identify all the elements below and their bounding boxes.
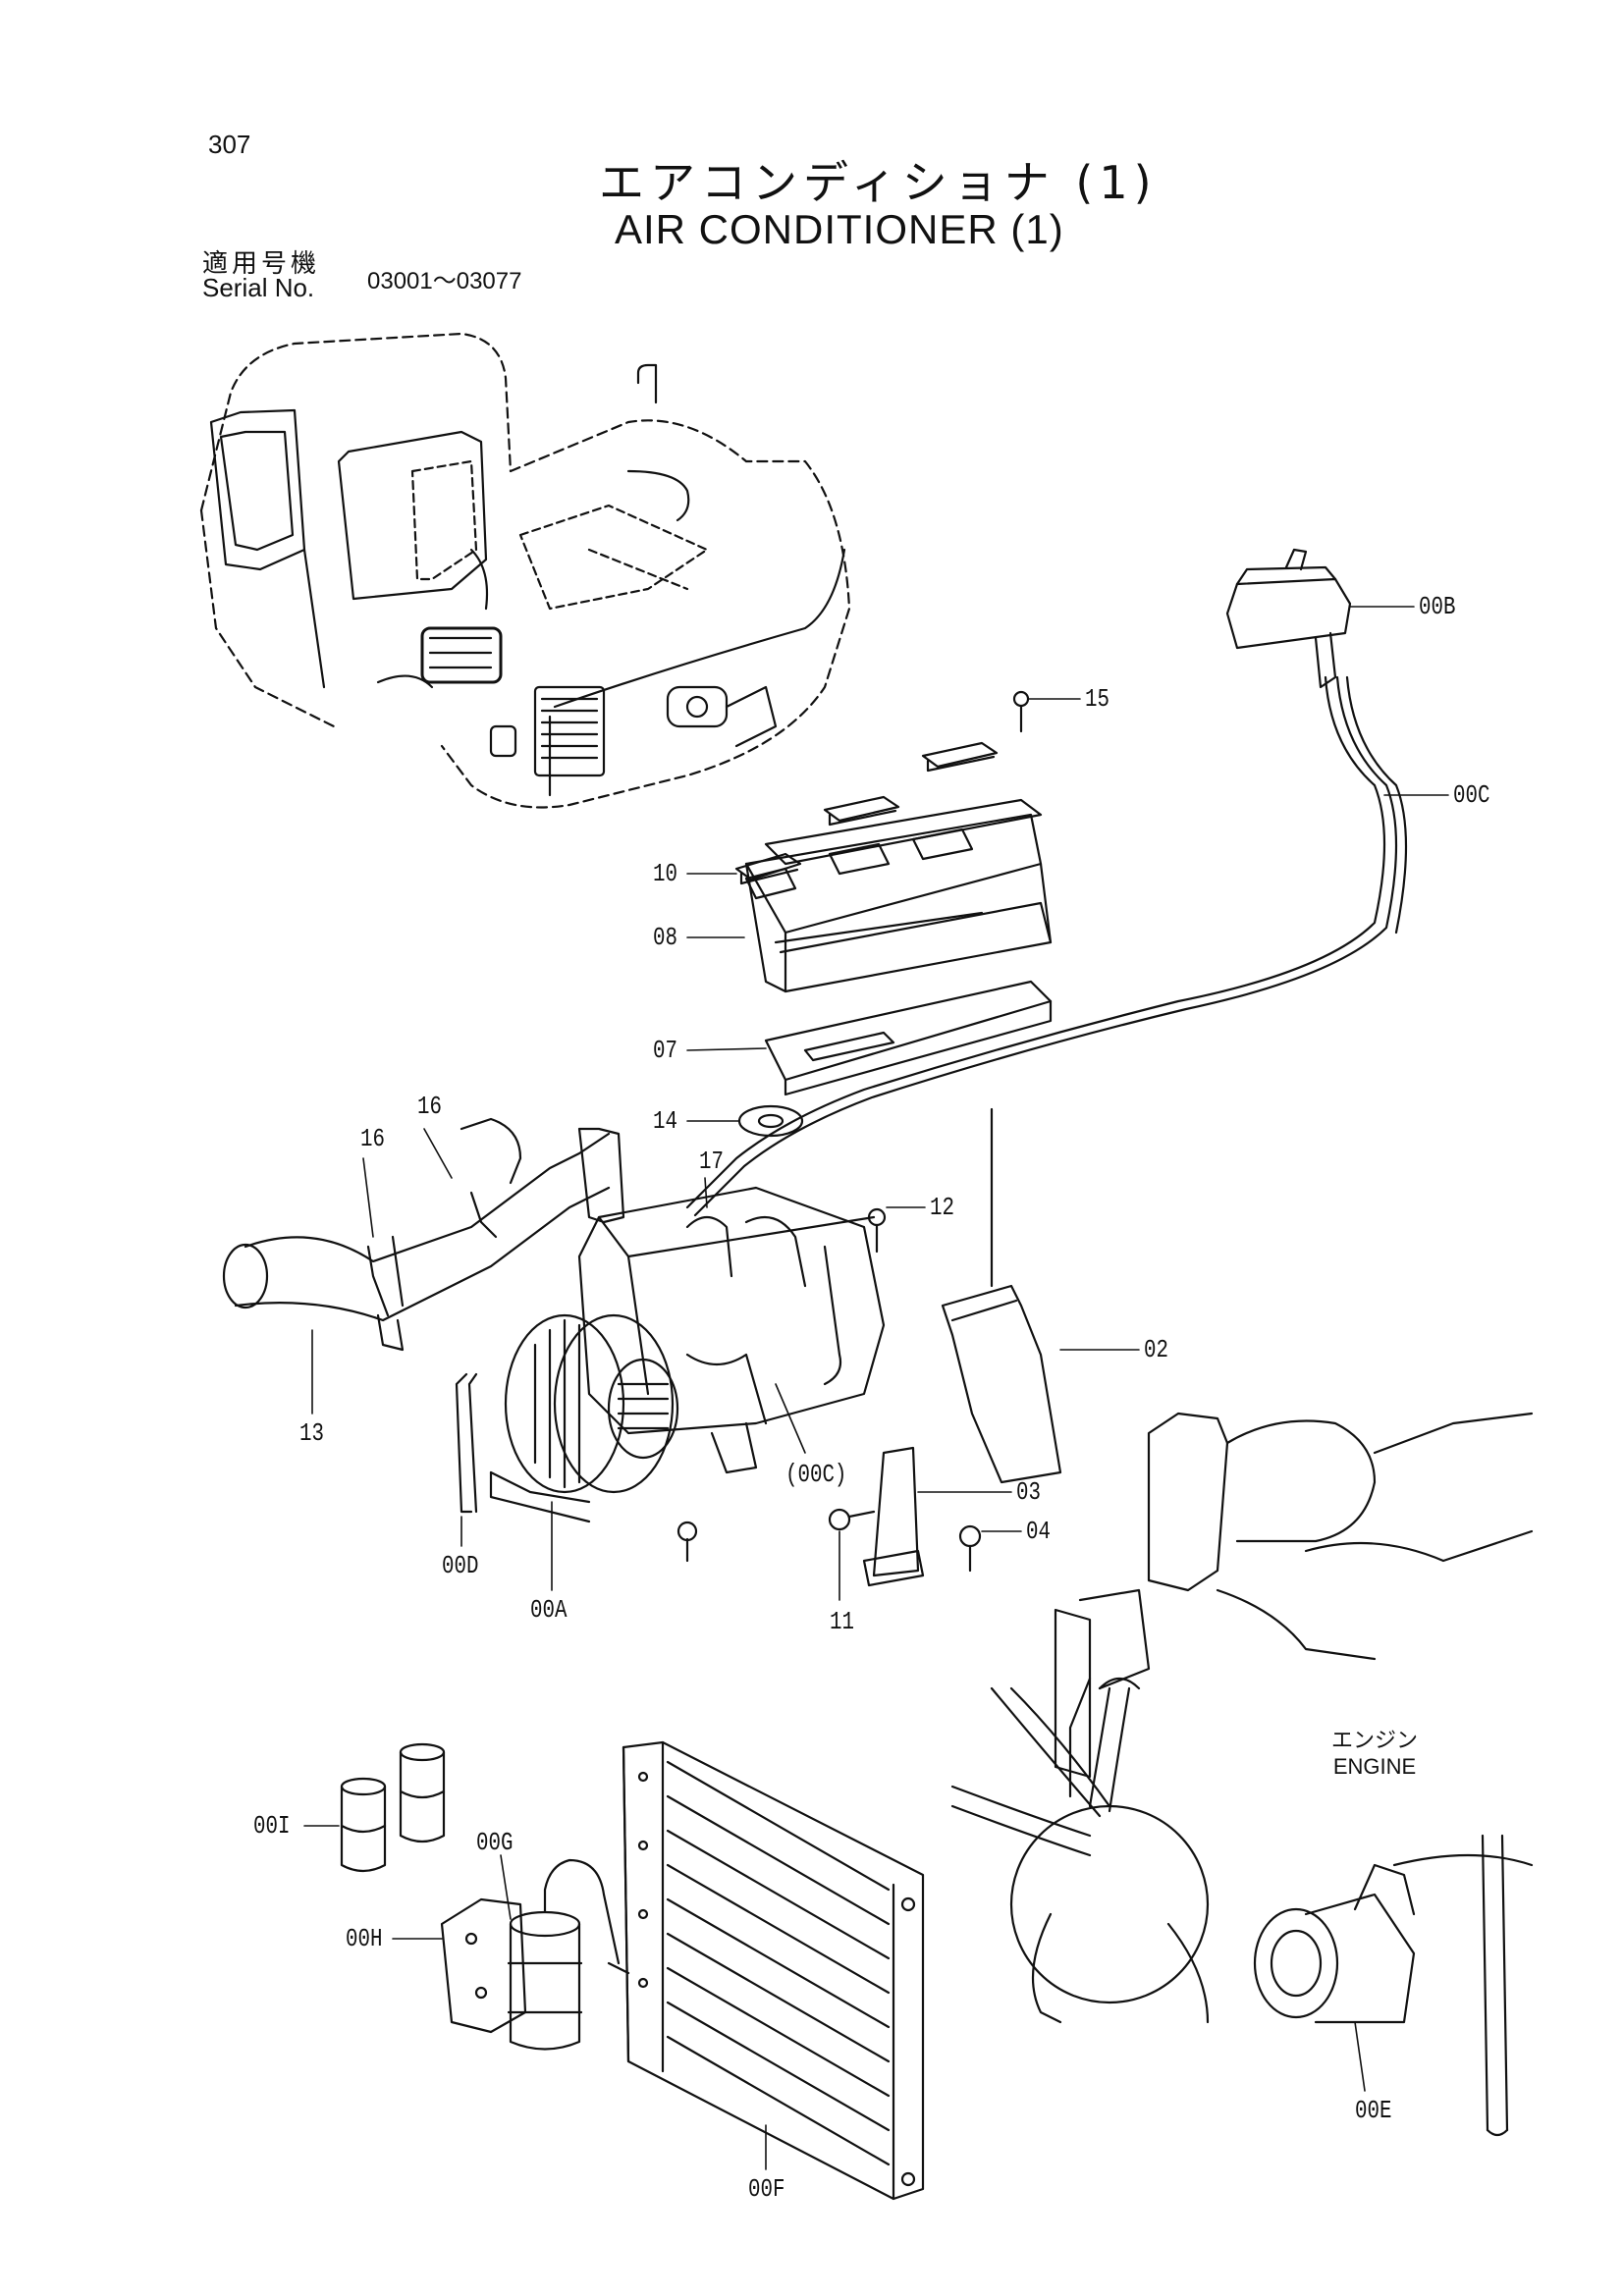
callout-00D: 00D: [442, 1551, 479, 1580]
callout-08: 08: [653, 923, 677, 952]
callout-00B: 00B: [1419, 592, 1456, 621]
callout-00A: 00A: [530, 1595, 568, 1625]
condenser-drawing: [623, 1742, 923, 2199]
air-duct-drawing: [224, 1119, 623, 1350]
leader-lines: [304, 607, 1448, 2169]
callout-00F: 00F: [748, 2174, 785, 2204]
callout-00H: 00H: [346, 1924, 383, 1953]
engine-label-english: ENGINE: [1332, 1754, 1417, 1779]
control-panel-drawing: [687, 550, 1406, 1215]
callout-14: 14: [653, 1106, 677, 1136]
excavator-overview-drawing: [201, 334, 849, 808]
callout-00C: 00C: [1453, 780, 1490, 810]
callout-00C-ref: (00C): [785, 1460, 847, 1489]
callout-04: 04: [1026, 1517, 1051, 1546]
heater-unit-drawing: [457, 1188, 885, 1561]
receiver-drier-drawing: [342, 1744, 628, 2050]
serial-range: 03001～03077: [367, 268, 522, 294]
page-title-japanese: エアコンディショナ (1): [599, 156, 1158, 209]
callout-11: 11: [830, 1607, 854, 1636]
callout-12: 12: [930, 1193, 954, 1222]
callout-02: 02: [1144, 1335, 1168, 1364]
callout-13: 13: [299, 1418, 324, 1448]
callout-16-lower: 16: [360, 1124, 385, 1153]
duct-cover-drawing: [736, 692, 1051, 1136]
callout-15: 15: [1085, 684, 1109, 714]
serial-label: Serial No.: [202, 273, 315, 302]
serial-label-japanese: 適用号機: [202, 249, 321, 279]
callout-00G: 00G: [476, 1828, 514, 1857]
engine-label: エンジン ENGINE: [1316, 1723, 1434, 1780]
callout-00E: 00E: [1355, 2096, 1392, 2125]
callout-16-upper: 16: [417, 1092, 442, 1121]
page-title: AIR CONDITIONER (1): [615, 206, 1064, 252]
callout-10: 10: [653, 859, 677, 888]
duct-elbow-drawing: [830, 1109, 1060, 1585]
engine-drawing: [952, 1414, 1532, 2135]
callout-17: 17: [699, 1147, 724, 1176]
callout-03: 03: [1016, 1477, 1041, 1507]
callout-00I: 00I: [253, 1811, 291, 1841]
engine-label-japanese: エンジン: [1330, 1728, 1418, 1752]
callout-07: 07: [653, 1036, 677, 1065]
page-number: 307: [208, 130, 251, 159]
